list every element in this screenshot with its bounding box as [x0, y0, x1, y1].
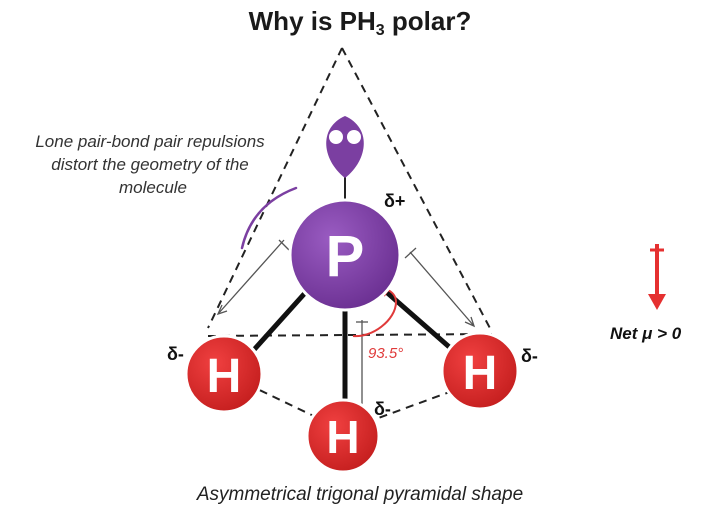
- lone-pair-electron-1: [329, 130, 343, 144]
- outline-apex-right: [341, 47, 493, 333]
- outline-base-left-right: [207, 333, 493, 337]
- net-dipole-arrow: [648, 244, 666, 310]
- annotation-line-2: distort the geometry of the: [51, 155, 249, 174]
- title-suffix: polar?: [384, 6, 472, 36]
- annotation-line-3: molecule: [118, 178, 188, 197]
- shape-caption: Asymmetrical trigonal pyramidal shape: [196, 484, 524, 505]
- net-dipole-label: Net μ > 0: [610, 324, 682, 343]
- dipole-arrow-left: [217, 239, 285, 315]
- charge-hydrogen-left: δ-: [167, 344, 184, 364]
- title-subscript: 3: [375, 22, 385, 39]
- lone-pair-electron-2: [347, 130, 361, 144]
- repulsion-curve: [240, 186, 298, 250]
- annotation-line-1: Lone pair-bond pair repulsions: [35, 132, 265, 151]
- bond-p-h-left: [249, 280, 317, 355]
- repulsion-annotation: Lone pair-bond pair repulsions distort t…: [0, 130, 300, 199]
- atom-phosphorus-symbol: P: [326, 224, 365, 289]
- dipole-arrow-right: [409, 251, 475, 327]
- page-title: Why is PH3 polar?: [0, 6, 720, 40]
- charge-hydrogen-right: δ-: [521, 346, 538, 366]
- bonds: [249, 280, 458, 411]
- atom-hydrogen-left: H: [184, 334, 264, 414]
- atom-hydrogen-right-symbol: H: [463, 347, 498, 400]
- outline-apex-left: [207, 47, 343, 329]
- charge-phosphorus: δ+: [384, 191, 405, 211]
- bond-angle-arc: [352, 289, 398, 338]
- atom-hydrogen-left-symbol: H: [207, 350, 242, 403]
- lone-pair: [326, 116, 364, 206]
- atom-phosphorus: P: [288, 198, 402, 312]
- atom-hydrogen-bottom-symbol: H: [326, 411, 359, 463]
- atom-hydrogen-bottom: H: [305, 398, 381, 474]
- bond-p-h-right: [373, 280, 458, 355]
- bond-angle-label: 93.5°: [368, 345, 403, 362]
- title-prefix: Why is PH: [248, 6, 376, 36]
- atom-hydrogen-right: H: [440, 331, 520, 411]
- charge-hydrogen-bottom: δ-: [374, 399, 391, 419]
